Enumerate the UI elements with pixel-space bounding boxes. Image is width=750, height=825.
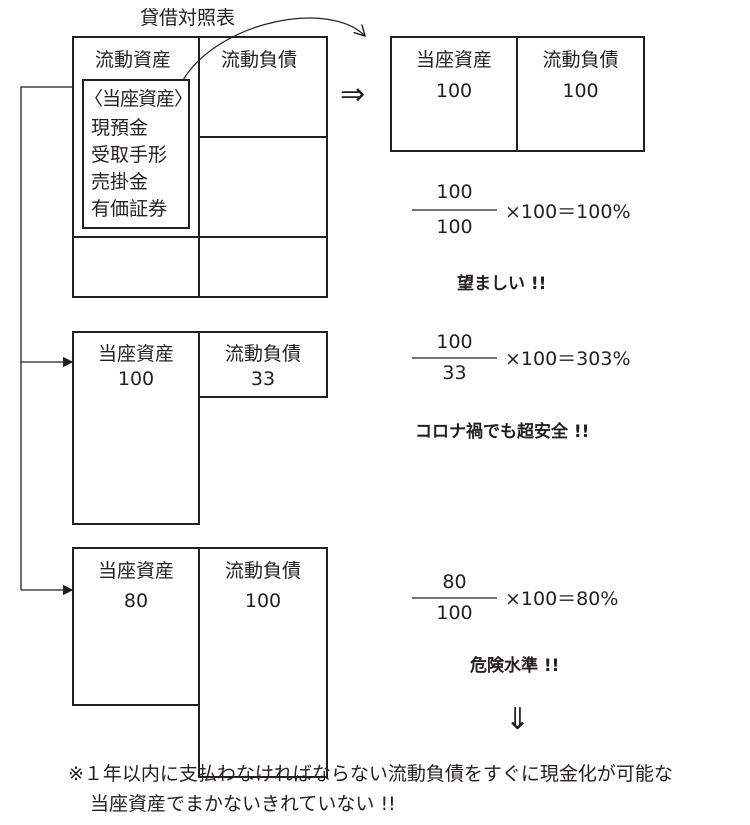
quick-asset-item: 有価証券 (91, 198, 168, 220)
case3-formula: ×100＝80% (505, 588, 619, 610)
quick-assets-box (82, 79, 190, 229)
case1-liabilities-value: 100 (562, 80, 599, 102)
case2-liabilities-label: 流動負債 (224, 343, 301, 365)
note-line-1: ※１年以内に支払わなければならない流動負債をすぐに現金化が可能な (68, 763, 673, 785)
divider (198, 36, 200, 298)
right-arrow-icon: ⇒ (340, 77, 366, 112)
down-arrow-icon: ⇓ (505, 702, 531, 737)
current-assets-label: 流動資産 (95, 49, 172, 71)
quick-asset-item: 受取手形 (91, 144, 168, 166)
case3-liabilities-label: 流動負債 (224, 560, 301, 582)
balance-sheet-title: 貸借対照表 (140, 7, 236, 29)
balance-sheet (72, 36, 328, 298)
case3-comment: 危険水準 !! (470, 656, 560, 676)
case1-comment: 望ましい !! (457, 274, 547, 294)
curve-arrow (182, 17, 365, 81)
divider (73, 236, 327, 238)
case2-comment: コロナ禍でも超安全 !! (415, 422, 590, 442)
case1-formula: ×100＝100% (505, 201, 631, 223)
divider (199, 136, 327, 138)
case3-numerator: 80 (442, 571, 467, 593)
case2-assets-value: 100 (117, 368, 155, 390)
case1-assets-label: 当座資産 (415, 49, 492, 71)
case2-numerator: 100 (436, 331, 473, 353)
divider (516, 36, 518, 152)
branch-line (20, 86, 73, 590)
case3-denominator: 100 (436, 602, 473, 624)
case1-assets-value: 100 (435, 80, 473, 102)
case3-assets-label: 当座資産 (97, 560, 174, 582)
current-liabilities-label: 流動負債 (221, 49, 298, 71)
quick-assets-header: 〈当座資産〉 (84, 88, 193, 110)
case1-numerator: 100 (436, 181, 473, 203)
case1-denominator: 100 (436, 216, 473, 238)
case1-liabilities-label: 流動負債 (542, 49, 619, 71)
case2-denominator: 33 (442, 362, 467, 384)
case2-assets-box (72, 331, 200, 525)
case3-liabilities-value: 100 (244, 590, 282, 612)
case2-liabilities-box (198, 331, 328, 398)
case3-assets-value: 80 (123, 590, 149, 612)
case2-formula: ×100＝303% (505, 348, 631, 370)
quick-asset-item: 現預金 (91, 117, 149, 139)
note-line-2: 当座資産でまかないきれていない !! (90, 793, 396, 815)
quick-asset-item: 売掛金 (91, 171, 149, 193)
case2-liabilities-value: 33 (250, 368, 276, 390)
case2-assets-label: 当座資産 (97, 343, 174, 365)
case3-liabilities-box (198, 547, 328, 778)
